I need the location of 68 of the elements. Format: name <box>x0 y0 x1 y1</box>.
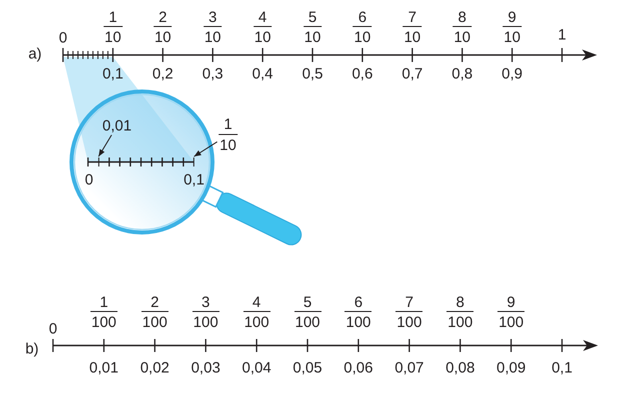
fraction-numerator: 1 <box>222 117 234 134</box>
callout-label: 0,01 <box>102 118 132 134</box>
fraction-numerator: 2 <box>158 10 168 25</box>
fraction-denominator: 10 <box>402 26 422 46</box>
fraction-numerator: 7 <box>407 10 418 25</box>
tick-label: 0 <box>48 322 58 336</box>
tick-label: 0,7 <box>402 66 423 81</box>
part-label: a) <box>28 46 42 62</box>
tick-label: 0,4 <box>252 66 274 81</box>
tick-label: 0,3 <box>202 66 224 81</box>
fraction-numerator: 7 <box>404 295 414 310</box>
tick-label: 0,06 <box>344 360 373 376</box>
tick-label: 0,5 <box>302 66 323 81</box>
fraction-numerator: 1 <box>98 295 110 310</box>
fraction-numerator: 2 <box>150 295 160 310</box>
fraction-numerator: 3 <box>200 295 211 310</box>
fraction-denominator: 100 <box>344 311 372 330</box>
fraction-denominator: 10 <box>502 26 522 46</box>
fraction-denominator: 100 <box>396 311 423 330</box>
fraction-numerator: 1 <box>108 10 118 25</box>
tick-label: 0,09 <box>496 360 526 376</box>
fraction-denominator: 10 <box>203 26 222 46</box>
fraction-numerator: 9 <box>506 10 518 25</box>
tick-label: 0 <box>84 172 94 188</box>
fraction-numerator: 5 <box>302 295 313 310</box>
tick-label: 0,9 <box>502 66 523 81</box>
fraction-numerator: 3 <box>208 10 218 25</box>
tick-label: 0,2 <box>152 66 174 81</box>
fraction-numerator: 4 <box>251 295 262 310</box>
fraction-denominator: 100 <box>141 311 168 330</box>
tick-label: 0,01 <box>89 360 118 376</box>
fraction-denominator: 10 <box>353 26 372 46</box>
tick-label: 0,02 <box>140 360 170 376</box>
tick-label: 0,1 <box>102 66 124 81</box>
fraction-numerator: 8 <box>455 295 466 310</box>
tick-label: 0 <box>58 30 68 45</box>
fraction-denominator: 100 <box>192 311 220 330</box>
fraction-numerator: 6 <box>353 295 364 310</box>
fraction-denominator: 100 <box>294 311 322 330</box>
fraction-numerator: 5 <box>307 10 318 25</box>
fraction-denominator: 10 <box>452 26 472 46</box>
tick-mark <box>193 158 195 166</box>
fraction-denominator: 100 <box>446 311 474 330</box>
leader-arrow <box>98 134 112 157</box>
part-label: b) <box>25 342 39 356</box>
fraction-denominator: 10 <box>253 26 272 46</box>
tick-label: 0,03 <box>191 360 220 376</box>
fraction-numerator: 4 <box>257 10 268 25</box>
fraction-numerator: 9 <box>506 295 516 310</box>
tick-mark <box>98 158 100 166</box>
tick-label: 0,05 <box>292 360 322 376</box>
tick-label: 0,08 <box>446 360 475 376</box>
fraction-denominator: 100 <box>243 311 270 330</box>
fraction-denominator: 10 <box>153 26 172 46</box>
tick-label: 0,6 <box>352 66 373 81</box>
fraction-numerator: 6 <box>357 10 368 25</box>
fraction-denominator: 100 <box>498 311 525 330</box>
tick-label: 0,1 <box>184 172 204 188</box>
fraction-denominator: 100 <box>90 311 118 330</box>
tick-label: 0,07 <box>394 360 424 376</box>
fraction-denominator: 10 <box>104 26 122 46</box>
fraction-denominator: 10 <box>218 134 238 153</box>
fraction-denominator: 10 <box>303 26 322 46</box>
fraction-numerator: 8 <box>457 10 468 25</box>
tick-label: 0,04 <box>242 360 272 376</box>
tick-label: 1 <box>558 28 566 42</box>
tick-label: 0,8 <box>452 66 473 81</box>
tick-label: 0,1 <box>552 360 572 376</box>
